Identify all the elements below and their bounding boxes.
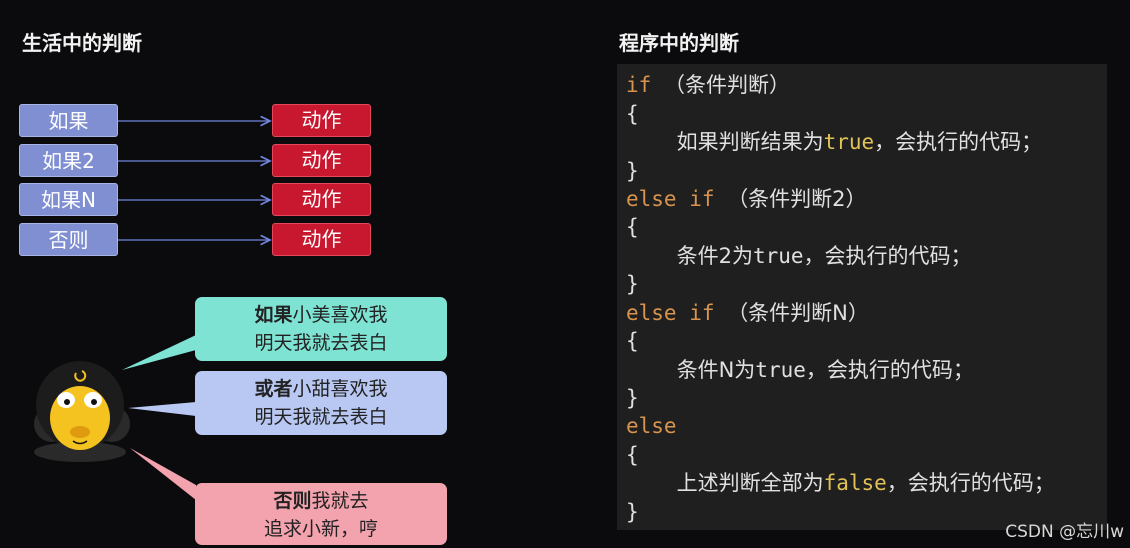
bubble-1-keyword: 如果	[254, 304, 293, 326]
bubble-tail-2	[128, 402, 196, 416]
life-judgment-title: 生活中的判断	[22, 31, 142, 55]
code-line-else-if-n: else if （条件判断N）	[626, 301, 869, 325]
monkey-character-icon	[34, 361, 130, 462]
bubble-2-line2: 明天我就去表白	[254, 406, 388, 428]
code-line-close-1: }	[626, 159, 639, 183]
action-box-3: 动作	[272, 183, 371, 216]
code-line-open-4: {	[626, 443, 639, 467]
action-box-4: 动作	[272, 223, 371, 256]
code-line-if: if （条件判断）	[626, 73, 790, 97]
condition-if: 如果	[19, 104, 118, 137]
code-line-open-1: {	[626, 102, 639, 126]
code-line-stmt-2: 条件2为true，会执行的代码；	[676, 244, 972, 268]
code-line-else-if-2: else if （条件判断2）	[626, 187, 867, 211]
speech-bubble-if: 如果小美喜欢我 明天我就去表白	[195, 297, 447, 361]
code-line-stmt-3: 条件N为true，会执行的代码；	[676, 358, 974, 382]
bubble-tail-1	[122, 335, 196, 370]
bubble-1-line2: 明天我就去表白	[254, 332, 388, 354]
code-line-stmt-4: 上述判断全部为false，会执行的代码；	[676, 471, 1055, 495]
bubble-3-text: 我就去	[311, 490, 369, 512]
condition-if-2: 如果2	[19, 144, 118, 177]
bubble-3-line2: 追求小新，哼	[263, 518, 378, 540]
speech-bubble-or: 或者小甜喜欢我 明天我就去表白	[195, 371, 447, 435]
bubble-2-keyword: 或者	[254, 378, 293, 400]
code-line-stmt-1: 如果判断结果为true，会执行的代码；	[676, 130, 1043, 154]
bubble-2-text: 小甜喜欢我	[292, 378, 388, 400]
bubble-1-text: 小美喜欢我	[292, 304, 388, 326]
code-line-else: else	[626, 414, 677, 438]
code-line-open-3: {	[626, 329, 639, 353]
program-judgment-title: 程序中的判断	[619, 31, 739, 55]
code-line-open-2: {	[626, 215, 639, 239]
action-box-1: 动作	[272, 104, 371, 137]
bubble-3-keyword: 否则	[273, 490, 312, 512]
code-line-close-4: }	[626, 500, 639, 524]
code-panel: if （条件判断） { 如果判断结果为true，会执行的代码； } else i…	[617, 64, 1107, 530]
code-line-close-2: }	[626, 272, 639, 296]
bubble-tail-3	[130, 448, 196, 500]
speech-bubble-else: 否则我就去 追求小新，哼	[195, 483, 447, 545]
watermark: CSDN @忘川w	[1005, 522, 1124, 542]
action-box-2: 动作	[272, 144, 371, 177]
condition-else: 否则	[19, 223, 118, 256]
code-line-close-3: }	[626, 386, 639, 410]
condition-if-n: 如果N	[19, 183, 118, 216]
